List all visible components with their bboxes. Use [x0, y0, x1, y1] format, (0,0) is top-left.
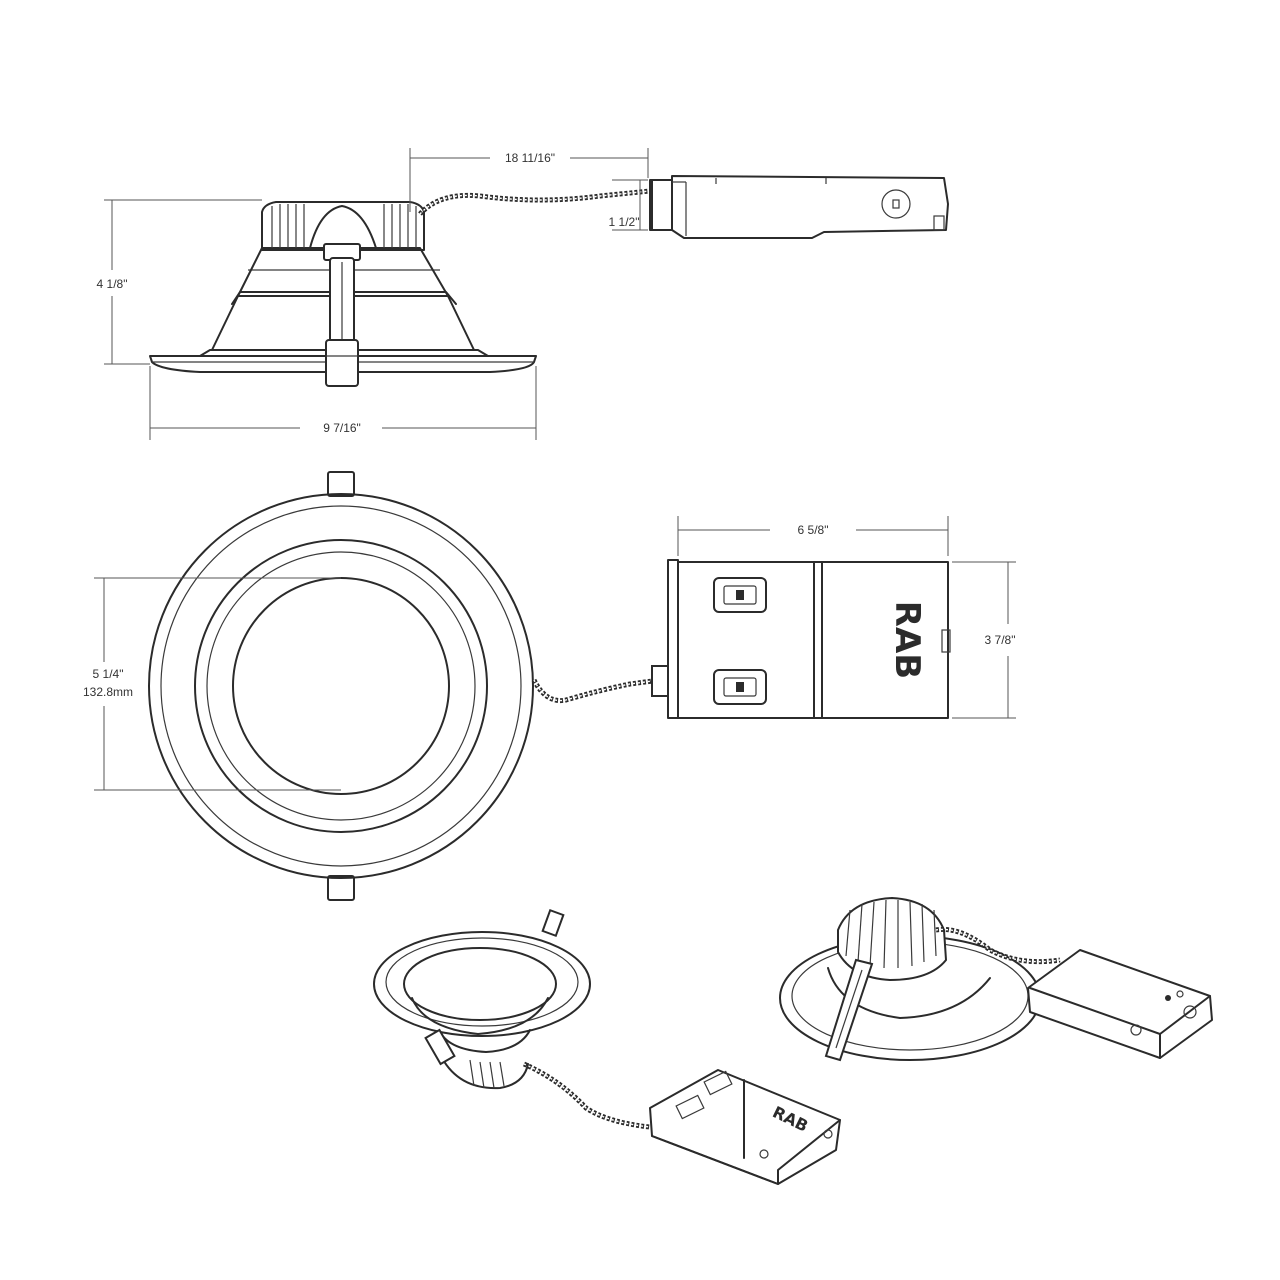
heatsink-fins — [271, 204, 417, 248]
brand-logo-top: RAB — [887, 601, 927, 679]
iso1-fins — [469, 1059, 505, 1089]
box-depth-label: 3 7/8" — [985, 633, 1016, 647]
cable-length-label: 18 11/16" — [505, 151, 555, 165]
fixture-height-label: 4 1/8" — [97, 277, 128, 291]
box-width-label: 6 5/8" — [798, 523, 829, 537]
connector-bottom — [713, 669, 767, 705]
side-view — [149, 175, 949, 387]
isometric-view-bottom: RAB — [373, 908, 841, 1185]
iso2-fins — [845, 899, 937, 969]
box-height-label: 1 1/2" — [609, 215, 640, 229]
fixture-width-label: 9 7/16" — [323, 421, 361, 435]
connector-top — [713, 577, 767, 613]
top-view-dimensions: 6 5/8" 3 7/8" 5 1/4" 132.8mm — [83, 516, 1016, 791]
aperture-inch-label: 5 1/4" — [93, 667, 124, 681]
top-view: RAB — [148, 471, 951, 901]
side-view-dimensions: 18 11/16" 1 1/2" 4 1/8" 9 7/16" — [97, 148, 649, 440]
isometric-view-top — [779, 897, 1213, 1062]
aperture-mm-label: 132.8mm — [83, 685, 133, 699]
